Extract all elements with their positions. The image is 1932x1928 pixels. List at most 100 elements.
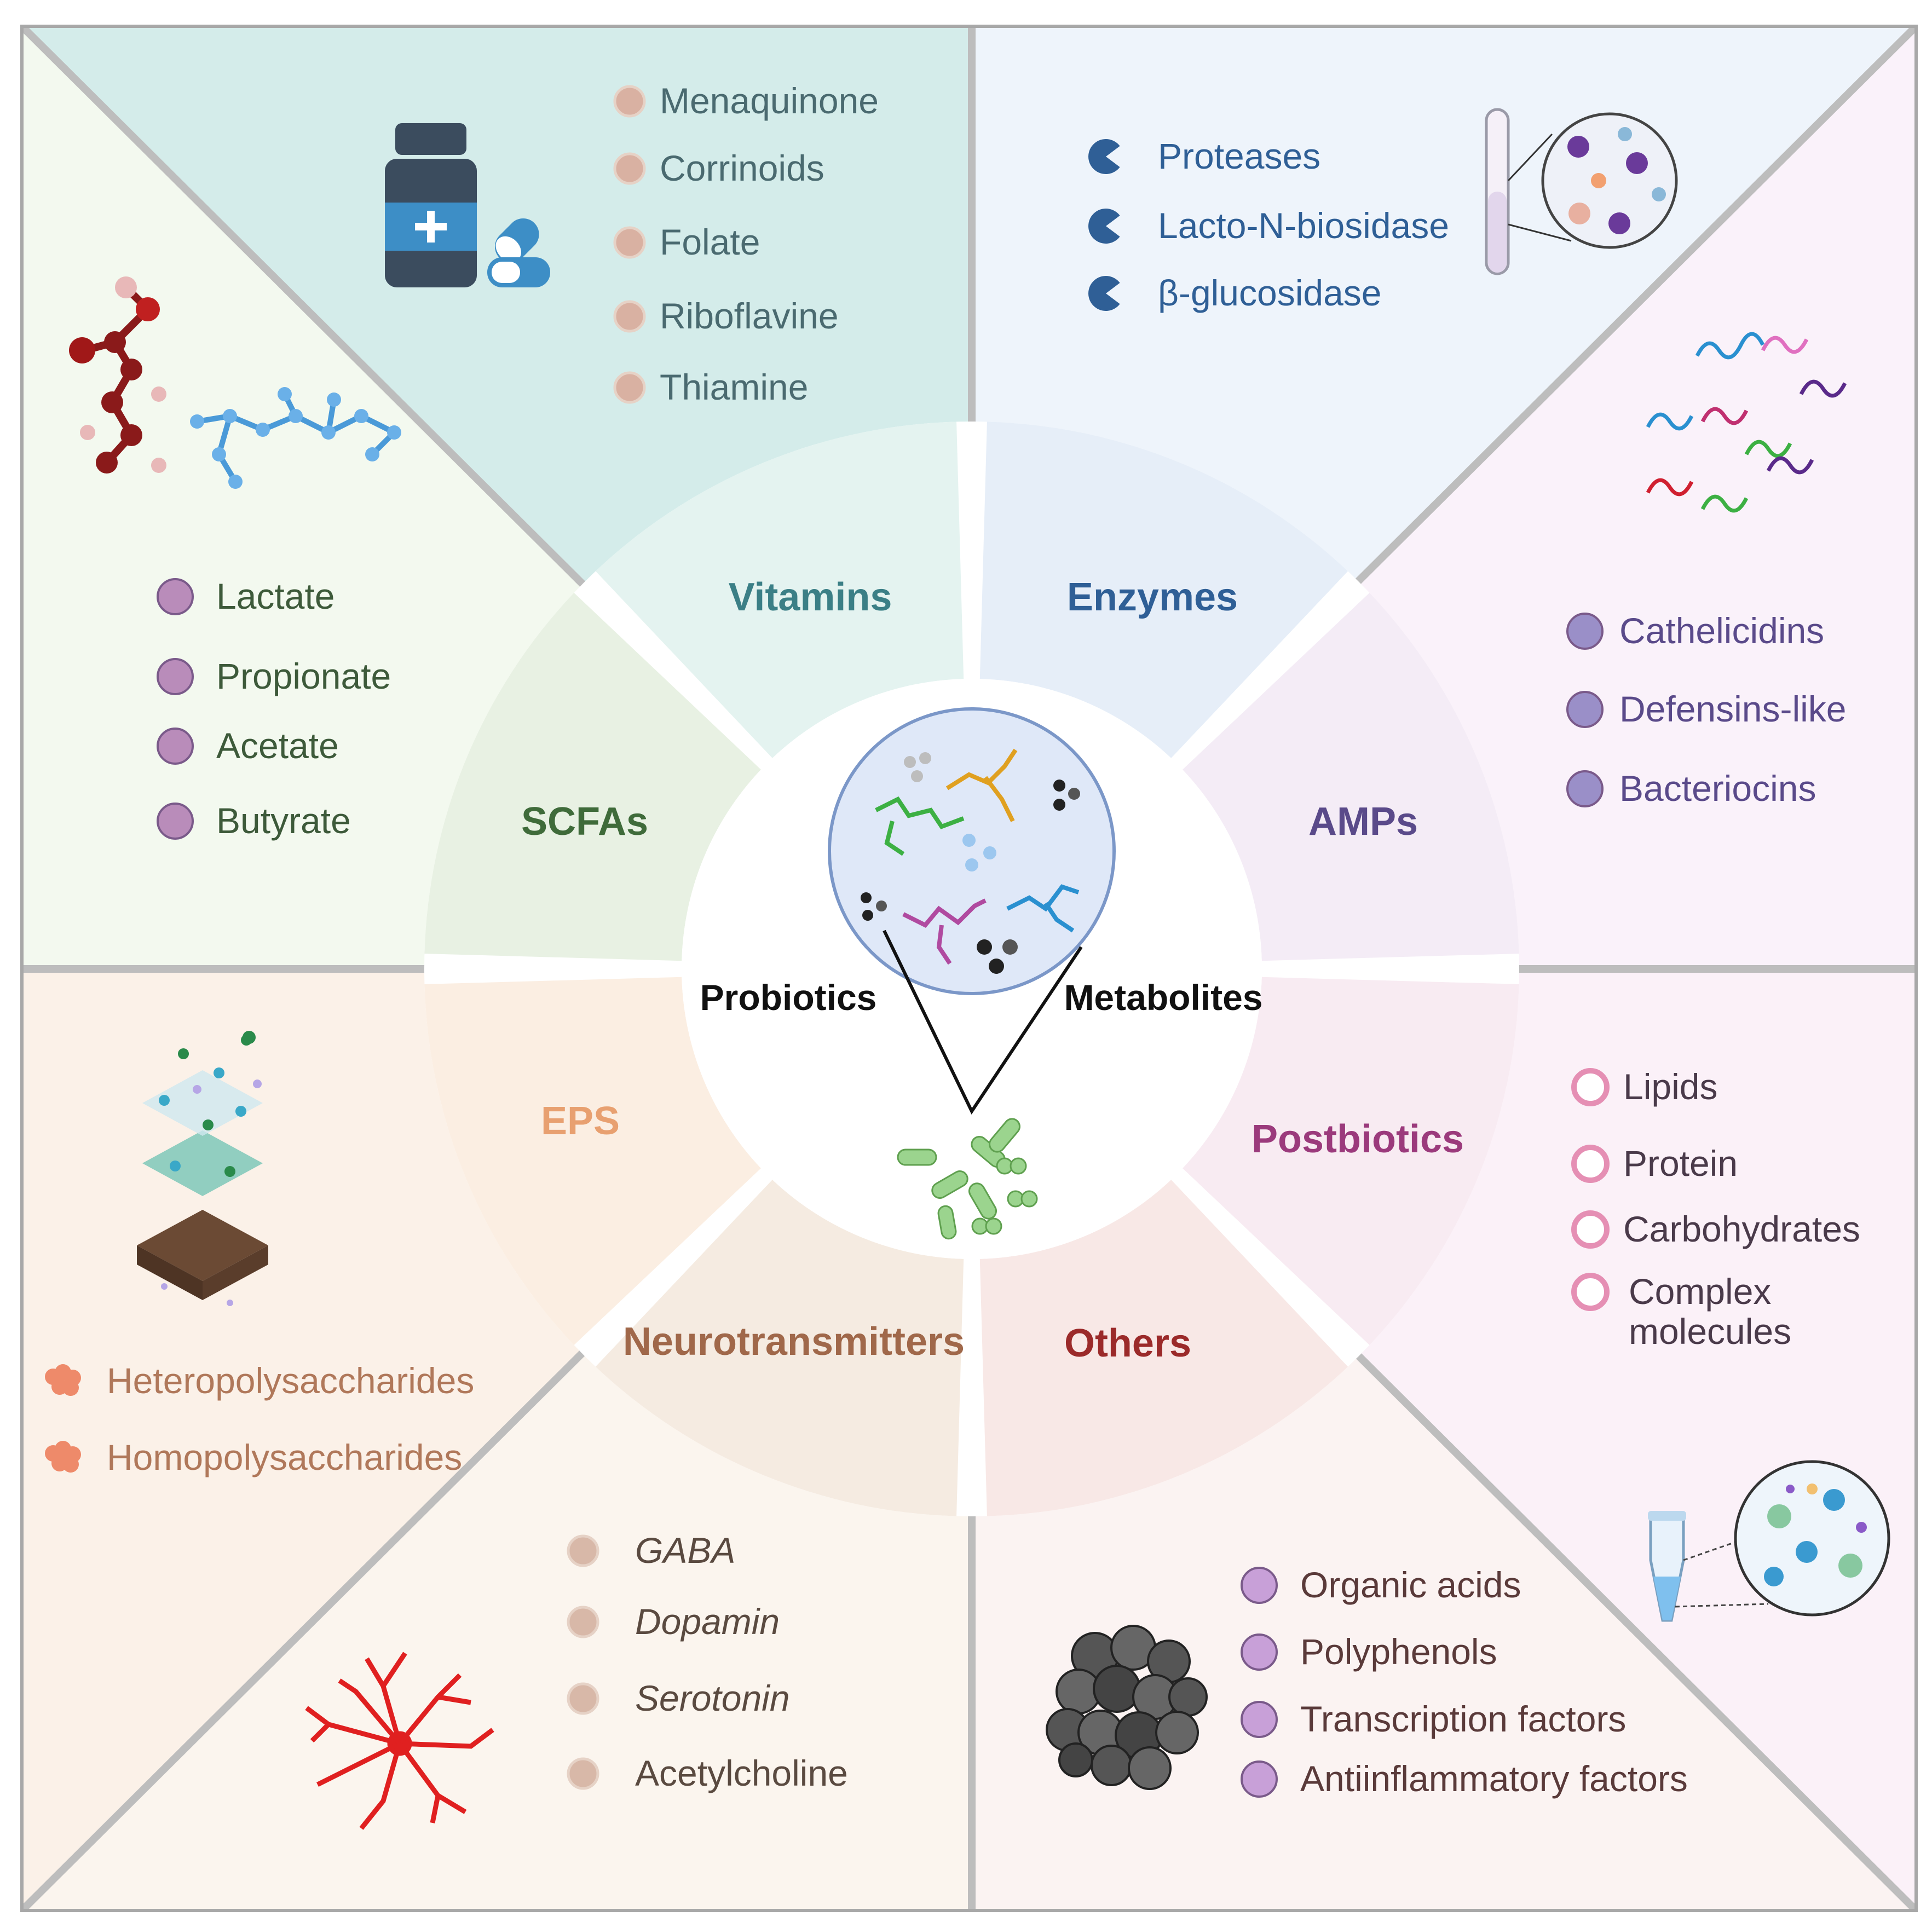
vitamins-item: Corrinoids <box>660 148 824 188</box>
eps-item: Homopolysaccharides <box>107 1437 462 1477</box>
ring-sector-eps <box>424 977 761 1346</box>
postbiotics-list: LipidsProteinCarbohydratesComplexmolecul… <box>1571 1066 1860 1352</box>
scfas-item: Acetate <box>216 725 339 766</box>
scfas-bullet-icon <box>157 578 194 615</box>
vitamins-item: Riboflavine <box>660 296 839 336</box>
postbiotics-item: molecules <box>1629 1311 1791 1352</box>
others-item: Antiinflammatory factors <box>1300 1758 1688 1799</box>
center-connector-lines <box>883 930 1083 1115</box>
vitamins-item: Folate <box>660 222 760 262</box>
label-others: Others <box>1064 1321 1191 1365</box>
others-bullet-icon <box>1241 1701 1278 1738</box>
scfas-bullet-icon <box>157 803 194 840</box>
molecule-icon <box>69 276 401 489</box>
tube-and-particles-icon <box>1648 1460 1890 1622</box>
scfas-item: Lactate <box>216 576 335 616</box>
neurotransmitters-item: GABA <box>635 1530 735 1571</box>
medicine-bottle-icon <box>385 123 550 287</box>
label-eps: EPS <box>541 1099 620 1143</box>
neurotransmitters-item: Dopamin <box>635 1601 780 1642</box>
center-label-probiotics: Probiotics <box>700 977 877 1018</box>
ring-sector-amps <box>1183 592 1519 961</box>
neurotransmitters-bullet-icon <box>567 1682 599 1715</box>
scfas-bullet-icon <box>157 658 194 695</box>
ring-sector-postbiotics <box>1183 977 1519 1346</box>
vitamins-bullet-icon <box>613 226 646 259</box>
eps-bullet-icon <box>45 1364 81 1396</box>
ring-sector-neurotransmitters <box>595 1180 964 1516</box>
neurotransmitters-bullet-icon <box>567 1757 599 1790</box>
peptide-cluster-icon <box>1646 332 1847 513</box>
enzymes-item: Lacto-N-biosidase <box>1158 205 1449 246</box>
postbiotics-bullet-icon <box>1571 1210 1610 1249</box>
vitamins-item: Menaquinone <box>660 80 879 121</box>
ring-sectors <box>424 422 1519 1516</box>
enzymes-bullet-icon <box>1088 208 1120 244</box>
postbiotics-bullet-icon <box>1571 1145 1610 1183</box>
label-enzymes: Enzymes <box>1067 575 1238 619</box>
vitamins-bullet-icon <box>613 152 646 185</box>
label-vitamins: Vitamins <box>729 575 892 619</box>
enzymes-bullet-icon <box>1088 276 1120 311</box>
bacteria-icon <box>897 1118 1038 1240</box>
frame-border <box>20 25 1918 1912</box>
amps-bullet-icon <box>1566 691 1604 728</box>
ring-sector-vitamins <box>595 422 964 758</box>
enzymes-item: Proteases <box>1158 136 1320 176</box>
ring-sector-enzymes <box>979 422 1348 758</box>
neurotransmitters-bullet-icon <box>567 1606 599 1638</box>
eps-bullet-icon <box>45 1441 81 1473</box>
vitamins-bullet-icon <box>613 300 646 333</box>
others-item: Organic acids <box>1300 1565 1521 1605</box>
vitamins-bullet-icon <box>613 371 646 404</box>
neurotransmitters-item: Acetylcholine <box>635 1753 848 1793</box>
postbiotics-item: Lipids <box>1623 1066 1717 1107</box>
postbiotics-bullet-icon <box>1571 1068 1610 1106</box>
biofilm-layers-icon <box>137 1031 268 1306</box>
amps-bullet-icon <box>1566 613 1604 650</box>
scfas-item: Butyrate <box>216 800 351 841</box>
label-neurotransmitters: Neurotransmitters <box>623 1320 965 1364</box>
vitamins-item: Thiamine <box>660 367 808 407</box>
ring-sector-scfas <box>424 592 761 961</box>
others-item: Transcription factors <box>1300 1699 1626 1739</box>
postbiotics-item: Complex <box>1629 1271 1771 1312</box>
vitamins-bullet-icon <box>613 85 646 118</box>
amps-item: Bacteriocins <box>1619 768 1816 809</box>
neuron-icon <box>305 1652 494 1830</box>
others-item: Polyphenols <box>1300 1631 1497 1672</box>
postbiotics-item: Carbohydrates <box>1623 1209 1860 1249</box>
others-bullet-icon <box>1241 1567 1278 1604</box>
label-scfas: SCFAs <box>521 800 648 844</box>
scfas-bullet-icon <box>157 728 194 765</box>
postbiotics-bullet-icon <box>1571 1273 1610 1311</box>
neurotransmitters-bullet-icon <box>567 1534 599 1567</box>
label-amps: AMPs <box>1308 800 1418 844</box>
postbiotics-item: Protein <box>1623 1143 1738 1184</box>
neurotransmitters-item: Serotonin <box>635 1678 790 1718</box>
scfas-item: Propionate <box>216 656 391 696</box>
amps-bullet-icon <box>1566 770 1604 807</box>
metabolite-circle-icon <box>828 707 1116 995</box>
amps-item: Cathelicidins <box>1619 610 1824 651</box>
test-tube-icon <box>1485 108 1678 275</box>
label-postbiotics: Postbiotics <box>1252 1117 1464 1161</box>
ring-sector-others <box>979 1180 1348 1516</box>
enzymes-bullet-icon <box>1088 139 1120 174</box>
others-bullet-icon <box>1241 1760 1278 1798</box>
center-label-metabolites: Metabolites <box>1064 977 1262 1018</box>
amps-item: Defensins-like <box>1619 689 1847 729</box>
others-bullet-icon <box>1241 1633 1278 1671</box>
enzymes-item: β-glucosidase <box>1158 273 1382 313</box>
vitamins-list: MenaquinoneCorrinoidsFolateRiboflavineTh… <box>613 80 879 407</box>
eps-item: Heteropolysaccharides <box>107 1360 474 1401</box>
particle-aggregate-icon <box>1046 1625 1208 1790</box>
